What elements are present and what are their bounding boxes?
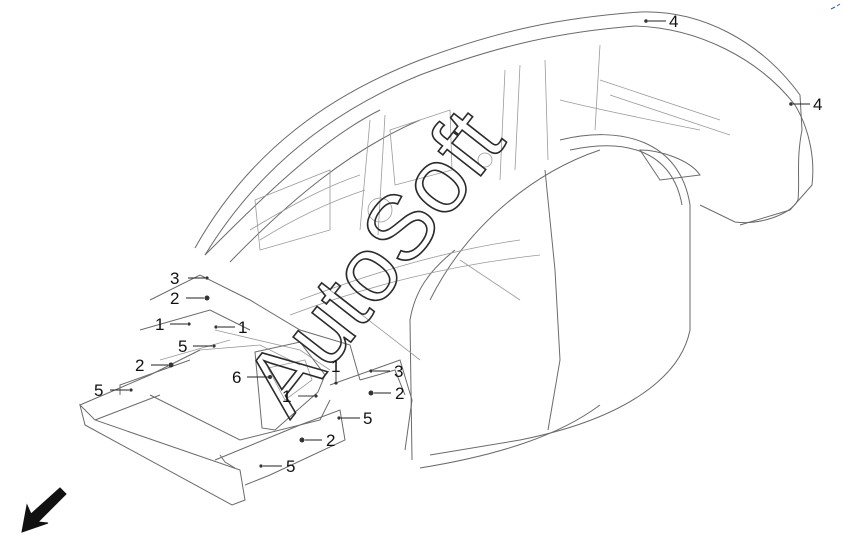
watermark-text: AutoSoft xyxy=(225,91,523,432)
body-shell-outline xyxy=(194,11,814,469)
callout-3-front: 3 xyxy=(170,269,179,288)
callout-5-center: 5 xyxy=(363,409,372,428)
callout-1-center: 1 xyxy=(331,357,340,376)
callout-1-right: 1 xyxy=(238,318,247,337)
callout-4-top: 4 xyxy=(669,12,678,31)
front-frame-outline xyxy=(79,274,413,506)
callout-2-lower: 2 xyxy=(326,431,335,450)
callout-2-right: 2 xyxy=(395,384,404,403)
callout-labels: 4 4 3 2 1 1 5 2 6 5 1 1 3 2 5 2 5 xyxy=(94,12,822,476)
watermark: AutoSoft xyxy=(225,91,524,433)
callout-6: 6 xyxy=(232,368,241,387)
callout-2-left: 2 xyxy=(135,356,144,375)
callout-1-left: 1 xyxy=(155,315,164,334)
callout-3-right: 3 xyxy=(394,362,403,381)
callout-5-bottom: 5 xyxy=(286,457,295,476)
callout-2-front: 2 xyxy=(170,289,179,308)
callout-4-rear: 4 xyxy=(813,95,822,114)
corner-mark-icon xyxy=(830,3,841,10)
arrow-down-left-icon xyxy=(21,487,67,533)
callout-leaders xyxy=(110,19,810,468)
callout-5-upper: 5 xyxy=(178,337,187,356)
callout-5-left: 5 xyxy=(94,381,103,400)
callout-1-bracket: 1 xyxy=(282,387,291,406)
